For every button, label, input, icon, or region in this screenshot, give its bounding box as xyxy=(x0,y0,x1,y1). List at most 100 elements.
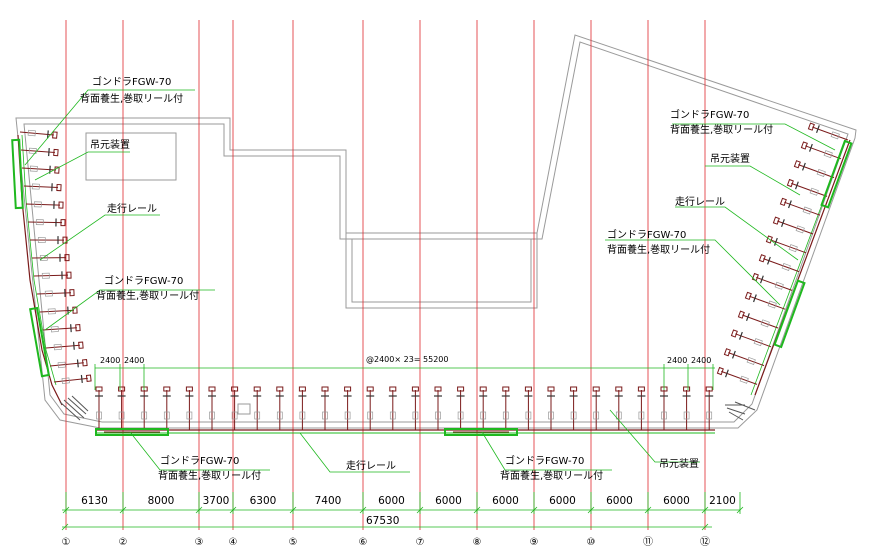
left-arm-11 xyxy=(39,306,78,315)
axis-bubble-5: ⑤ xyxy=(289,537,298,548)
left-arm-6 xyxy=(27,218,66,227)
label-gondola-note-bottom-left: 背面養生,巻取リール付 xyxy=(158,469,261,482)
left-suspension-arms xyxy=(19,129,92,384)
axis-bubble-7: ⑦ xyxy=(416,537,425,548)
span-label-6: 6000 xyxy=(378,495,405,507)
label-gondola-top-left: ゴンドラFGW-70 xyxy=(92,75,171,88)
left-arm-15 xyxy=(53,374,92,384)
bottom-arm-1 xyxy=(95,386,103,430)
label-rail-left: 走行レール xyxy=(107,202,157,215)
pitch-dimension: 2400 2400 @2400× 23= 55200 2400 2400 xyxy=(94,355,715,390)
right-arm-4 xyxy=(786,178,828,197)
label-gondola-mid-left: ゴンドラFGW-70 xyxy=(104,274,183,287)
bottom-arm-20 xyxy=(524,386,533,430)
left-arm-4 xyxy=(23,183,62,192)
right-suspension-arms xyxy=(716,122,849,385)
bottom-arm-15 xyxy=(411,386,420,430)
bottom-arm-25 xyxy=(637,386,646,430)
gondola-cage-bottom-center xyxy=(444,428,518,436)
label-suspension-top-left: 吊元装置 xyxy=(90,138,130,151)
bottom-arm-10 xyxy=(298,386,307,430)
label-gondola-bottom-center: ゴンドラFGW-70 xyxy=(505,454,584,467)
left-arm-1 xyxy=(19,129,58,139)
axis-bubble-2: ② xyxy=(119,537,128,548)
right-arm-13 xyxy=(723,348,765,367)
bottom-arm-4 xyxy=(162,386,171,430)
bottom-arm-6 xyxy=(208,386,216,430)
gondola-cages xyxy=(11,138,853,436)
label-gondola-note-top-right: 背面養生,巻取リール付 xyxy=(670,123,773,136)
bottom-arm-22 xyxy=(569,386,578,430)
dim-left-a: 2400 xyxy=(100,356,120,365)
span-label-8: 6000 xyxy=(492,495,519,507)
dim-total: 67530 xyxy=(366,515,399,527)
bottom-arm-19 xyxy=(501,386,510,430)
bottom-arm-16 xyxy=(434,386,442,430)
axis-bubble-8: ⑧ xyxy=(473,537,482,548)
bottom-arm-12 xyxy=(343,386,352,430)
label-gondola-mid-right: ゴンドラFGW-70 xyxy=(607,228,686,241)
bottom-arm-28 xyxy=(705,386,714,430)
bottom-arm-26 xyxy=(660,386,668,430)
bottom-arm-7 xyxy=(230,386,239,430)
label-gondola-top-right: ゴンドラFGW-70 xyxy=(670,108,749,121)
span-label-4: 6300 xyxy=(250,495,277,507)
right-arm-5 xyxy=(779,197,821,216)
left-arm-13 xyxy=(45,341,84,351)
axis-bubble-10: ⑩ xyxy=(587,537,596,548)
span-ticks xyxy=(61,492,744,531)
bottom-arm-18 xyxy=(479,386,488,430)
bottom-suspension-arms xyxy=(95,386,714,430)
left-arm-9 xyxy=(33,271,72,280)
left-arm-7 xyxy=(29,236,68,245)
label-gondola-bottom-left: ゴンドラFGW-70 xyxy=(160,454,239,467)
axis-bubble-11: ⑪ xyxy=(643,536,653,548)
label-suspension-right: 吊元装置 xyxy=(710,152,750,165)
label-rail-right: 走行レール xyxy=(675,195,725,208)
right-arm-12 xyxy=(730,329,772,348)
left-arm-14 xyxy=(49,358,88,369)
bottom-arm-23 xyxy=(592,386,601,430)
bottom-rail xyxy=(95,429,715,434)
label-gondola-note-mid-left: 背面養生,巻取リール付 xyxy=(96,289,199,302)
right-arm-3 xyxy=(793,160,835,179)
right-arm-2 xyxy=(800,141,842,160)
bottom-arm-9 xyxy=(275,386,284,430)
label-suspension-bottom-right: 吊元装置 xyxy=(659,457,699,470)
span-label-5: 7400 xyxy=(315,495,342,507)
bottom-arm-27 xyxy=(682,386,691,430)
dim-right-b: 2400 xyxy=(691,356,711,365)
bottom-arm-8 xyxy=(253,386,262,430)
building-outline xyxy=(15,34,857,429)
bottom-arm-14 xyxy=(388,386,397,430)
label-rail-bottom: 走行レール xyxy=(346,459,396,472)
bottom-arm-24 xyxy=(614,386,623,430)
bottom-arm-5 xyxy=(185,386,194,430)
gondola-cage-right-lower xyxy=(773,279,806,349)
span-label-2: 8000 xyxy=(148,495,175,507)
corner-caps xyxy=(59,395,756,421)
axis-bubble-4: ④ xyxy=(229,537,238,548)
bottom-arm-13 xyxy=(366,386,375,430)
axis-bubble-3: ③ xyxy=(195,537,204,548)
gondola-cage-left-lower xyxy=(28,306,51,378)
span-label-7: 6000 xyxy=(435,495,462,507)
span-label-3: 3700 xyxy=(203,495,230,507)
right-arm-9 xyxy=(751,272,793,291)
bottom-arm-17 xyxy=(456,386,465,430)
axis-bubble-6: ⑥ xyxy=(359,537,368,548)
dim-right-a: 2400 xyxy=(667,356,687,365)
right-arm-14 xyxy=(716,366,758,385)
dim-left-b: 2400 xyxy=(124,356,144,365)
span-label-11: 6000 xyxy=(663,495,690,507)
right-arm-11 xyxy=(737,310,779,329)
bottom-arm-21 xyxy=(547,386,555,430)
span-label-12: 2100 xyxy=(709,495,736,507)
left-arm-8 xyxy=(31,253,70,262)
right-arm-7 xyxy=(765,235,807,254)
bottom-arm-3 xyxy=(140,386,149,430)
left-arm-3 xyxy=(21,165,60,174)
span-label-10: 6000 xyxy=(606,495,633,507)
